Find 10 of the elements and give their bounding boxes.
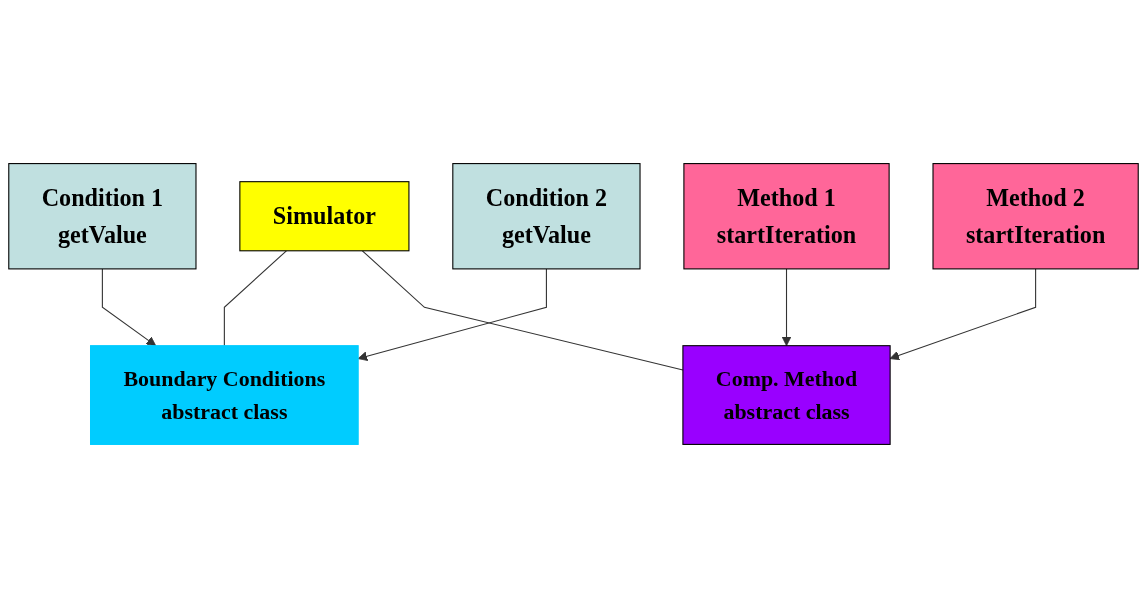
- node-box: Comp. Method abstract class: [682, 345, 891, 445]
- node-box: Condition 1 getValue: [8, 163, 197, 270]
- node-box: Condition 2 getValue: [452, 163, 641, 270]
- node-box: Boundary Conditions abstract class: [90, 345, 359, 445]
- node-box: Method 2 startIteration: [932, 163, 1139, 270]
- arrow: [101, 268, 157, 347]
- node-box: Simulator: [239, 181, 410, 252]
- node-box: Method 1 startIteration: [683, 163, 890, 270]
- arrow: [781, 268, 792, 347]
- connector: [223, 250, 287, 347]
